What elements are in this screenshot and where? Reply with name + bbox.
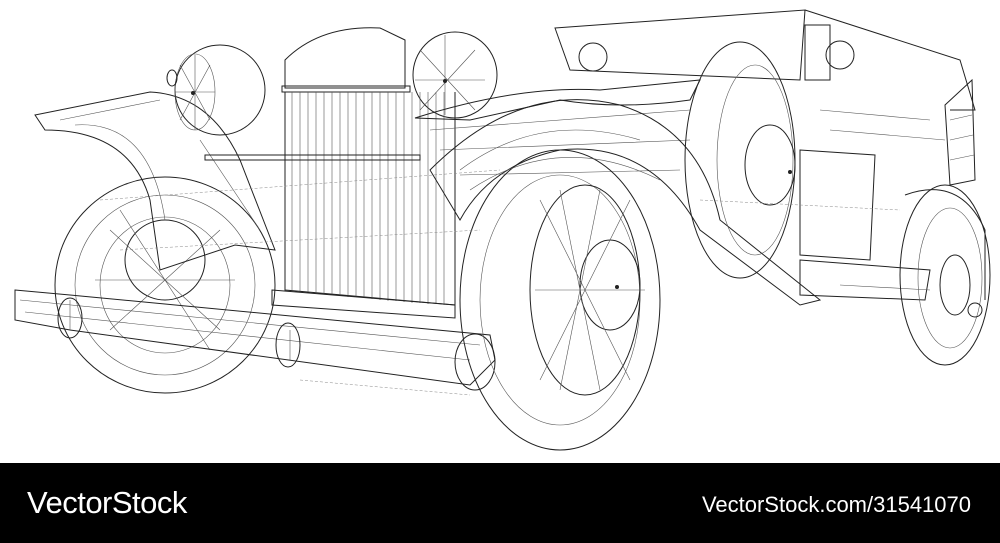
left-front-wheel (54, 176, 276, 394)
watermark-bar: VectorStock VectorStock.com/31541070 (0, 463, 1000, 543)
right-front-wheel (459, 149, 661, 451)
brand-logo-text: VectorStock (27, 485, 187, 520)
front-bumper (14, 289, 496, 391)
image-url-text: VectorStock.com/31541070 (701, 492, 971, 517)
windshield (554, 9, 976, 111)
headlight-left (166, 44, 266, 136)
radiator-grille (204, 27, 456, 319)
car-illustration (14, 9, 991, 451)
wireframe-car-graphic (14, 9, 991, 451)
spare-wheel (684, 41, 796, 279)
rear-wheel (899, 184, 991, 366)
